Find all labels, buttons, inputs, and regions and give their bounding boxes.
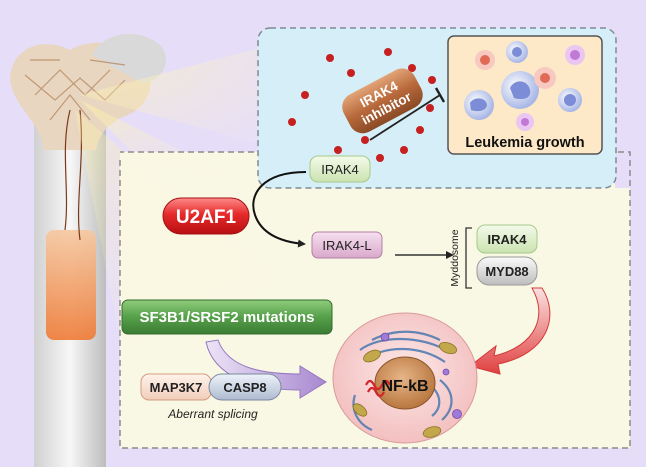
- cell-illustration: NF-kB: [332, 312, 478, 444]
- casp8-label: CASP8: [223, 380, 266, 395]
- nfkb-label: NF-kB: [381, 378, 428, 395]
- inhibition-line: [369, 94, 441, 141]
- inhibitor-molecules: [288, 48, 436, 162]
- mitochondria: [352, 341, 458, 438]
- irak4-inhibitor-pill: IRAK4 inhibitor: [342, 68, 423, 134]
- myddosome-irak4-label: IRAK4: [487, 232, 527, 247]
- irak4-pill: IRAK4: [309, 155, 371, 183]
- nucleus: [374, 356, 436, 410]
- u2af1-label: U2AF1: [176, 207, 237, 228]
- sf3b1-srsf2-bar: SF3B1/SRSF2 mutations: [121, 299, 333, 335]
- leukemia-growth-box: Leukemia growth: [447, 35, 603, 155]
- casp8-pill: CASP8: [208, 373, 282, 401]
- myd88-pill: MYD88: [476, 256, 538, 286]
- vesicles: [380, 332, 462, 419]
- aberrant-splicing-label: Aberrant splicing: [167, 407, 258, 421]
- purple-arrow: [205, 339, 327, 399]
- irak4-l-pill: IRAK4-L: [311, 231, 383, 259]
- irak4-l-label: IRAK4-L: [322, 238, 371, 253]
- inhibition-bar: [434, 87, 446, 103]
- myddosome-irak4-pill: IRAK4: [476, 224, 538, 254]
- u2af1-pill: U2AF1: [162, 197, 250, 235]
- leukemia-cells: [464, 41, 585, 131]
- irak4-label: IRAK4: [321, 162, 359, 177]
- leukemia-growth-label: Leukemia growth: [465, 135, 584, 151]
- myddosome-bracket: [465, 227, 472, 289]
- map3k7-pill: MAP3K7: [140, 373, 212, 401]
- map3k7-label: MAP3K7: [150, 380, 203, 395]
- sf3b1-srsf2-label: SF3B1/SRSF2 mutations: [139, 309, 314, 326]
- myd88-label: MYD88: [485, 264, 528, 279]
- golgi: [365, 379, 391, 391]
- myddosome-label: Myddosome: [449, 229, 461, 286]
- red-arrow: [468, 287, 551, 375]
- splice-arrow: [252, 171, 307, 248]
